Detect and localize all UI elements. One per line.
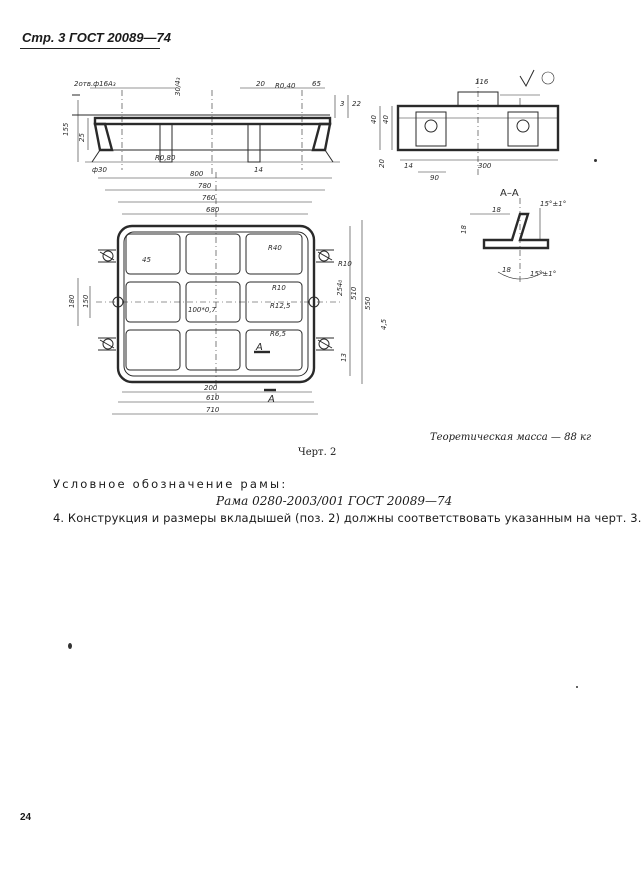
dim-800: 800 [190, 170, 204, 178]
dim-150: 150 [82, 294, 90, 308]
dim-r080: R0,80 [155, 154, 176, 162]
section-mark-a1: A [255, 342, 263, 353]
dim-100x07: 100*0,7 [188, 306, 217, 314]
front-elevation-view: 2отв.ф16А₃ 20 R0,40 65 3 22 30/4₃ 155 25… [62, 77, 361, 175]
dim-304: 30/4₃ [174, 77, 182, 96]
dim-25: 25 [78, 133, 86, 142]
dim-680: 680 [206, 206, 220, 214]
designation-title: Условное обозначение рамы: [53, 477, 288, 491]
dim-13: 13 [340, 353, 348, 362]
dim-200: 200 [204, 384, 218, 392]
roughness-check-icon [519, 69, 535, 88]
dim-760: 760 [202, 194, 216, 202]
dim-65: 65 [312, 80, 321, 88]
dim-550: 550 [364, 296, 372, 310]
dim-r10-a: R10 [338, 260, 352, 268]
dim-3: 3 [340, 100, 344, 108]
technical-drawing: 2отв.ф16А₃ 20 R0,40 65 3 22 30/4₃ 155 25… [62, 69, 566, 415]
dim-90: 90 [430, 174, 439, 182]
dim-20b: 20 [378, 159, 386, 168]
sec-angle-top: 15°±1° [540, 200, 566, 208]
dim-r125: R12,5 [270, 302, 291, 310]
dim-116: 116 [475, 78, 489, 86]
dim-40a: 40 [370, 115, 378, 124]
page-number: 24 [20, 812, 32, 823]
dim-710: 710 [206, 406, 220, 414]
scan-speck [594, 159, 597, 162]
dim-r040: R0,40 [275, 82, 296, 90]
theoretical-mass: Теоретическая масса — 88 кг [430, 432, 592, 443]
dim-r40: R40 [268, 244, 282, 252]
header-rule [20, 48, 160, 49]
dim-f30: ф30 [92, 166, 107, 174]
dim-40b: 40 [382, 115, 390, 124]
dim-holes-label: 2отв.ф16А₃ [74, 80, 116, 88]
sec-angle-bottom: 15°±1° [530, 270, 556, 278]
scan-speck [68, 643, 72, 649]
dim-510: 510 [350, 286, 358, 300]
dim-22: 22 [352, 100, 361, 108]
section-title: А–А [500, 188, 519, 199]
scan-speck [576, 686, 578, 688]
sec-dim-18c: 18 [502, 266, 511, 274]
dim-14b: 14 [404, 162, 413, 170]
sec-dim-18b: 18 [460, 225, 468, 234]
dim-r10-b: R10 [272, 284, 286, 292]
roughness-circle-icon [541, 71, 555, 85]
page-header: Стр. 3 ГОСТ 20089—74 [22, 30, 171, 45]
section-mark-a2: A [267, 394, 275, 405]
plan-view: 800 780 760 680 R40 4 [68, 170, 388, 415]
dim-45b: 4,5 [380, 318, 388, 330]
figure-caption: Черт. 2 [298, 447, 337, 458]
sec-dim-18a: 18 [492, 206, 501, 214]
dim-300: 300 [478, 162, 492, 170]
dim-780: 780 [198, 182, 212, 190]
side-view: 116 40 40 300 90 20 14 [370, 69, 560, 182]
clause-4-text: 4. Конструкция и размеры вкладышей (поз.… [53, 511, 641, 525]
section-a-a: А–А 18 15°±1° 18 18 15°±1° [460, 188, 566, 285]
dim-610: 610 [206, 394, 220, 402]
dim-45: 45 [142, 256, 151, 264]
dim-254: 254₀ [336, 280, 344, 296]
dim-180: 180 [68, 294, 76, 308]
dim-155: 155 [62, 122, 70, 136]
designation-value: Рама 0280-2003/001 ГОСТ 20089—74 [216, 494, 453, 508]
dim-20: 20 [256, 80, 265, 88]
dim-14: 14 [254, 166, 263, 174]
dim-r65: R6,5 [270, 330, 287, 338]
